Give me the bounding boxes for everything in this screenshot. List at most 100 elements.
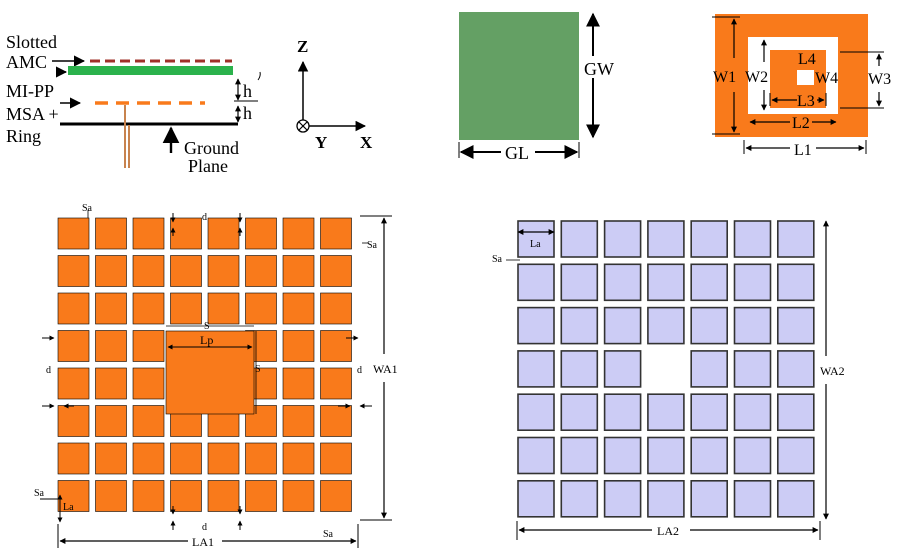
amc1-cell	[207, 255, 240, 287]
amc2-cell	[517, 263, 555, 302]
amc2-cell	[647, 263, 685, 302]
amc2-cell	[560, 436, 599, 475]
amc1-la-label: La	[63, 502, 74, 513]
amc2-cell	[603, 263, 642, 302]
mi-pp-layer	[68, 66, 233, 75]
y-axis-label: Y	[315, 133, 327, 152]
amc1-s-right-label: S	[255, 364, 261, 375]
amc1-cell	[320, 255, 352, 287]
amc1-d-left-label: d	[46, 365, 51, 376]
h-bottom-label: h	[243, 103, 252, 123]
amc2-cell	[776, 393, 815, 432]
amc1-cell	[320, 442, 352, 475]
amc2-cells	[517, 220, 815, 518]
amc2-cell	[690, 436, 729, 475]
y-axis-cross-b	[298, 121, 308, 131]
amc1-cell	[95, 330, 127, 362]
gw-label: GW	[584, 59, 614, 79]
amc1-cell	[282, 367, 315, 400]
amc2-cell	[776, 350, 815, 388]
amc1-cell	[132, 330, 165, 362]
amc2-cell	[603, 393, 642, 432]
amc1-cell	[245, 442, 277, 475]
amc2-cell	[647, 393, 685, 432]
amc2-cell	[517, 350, 555, 388]
amc2-cell	[733, 220, 772, 258]
l2-label: L2	[792, 115, 810, 132]
amc2-cell	[560, 350, 599, 388]
amc2-cell	[776, 436, 815, 475]
amc2-cell	[690, 350, 729, 388]
side-view: Slotted AMC MI-PP MSA + Ring h h Ground …	[6, 32, 261, 176]
amc1-lp-label: Lp	[200, 333, 213, 347]
amc2-cell	[560, 479, 599, 518]
inner-ring-slot	[797, 70, 814, 85]
amc-lavender-array: La Sa WA2 LA2	[492, 220, 845, 540]
amc2-cell	[733, 263, 772, 302]
ring-view: W1 W2 W3 W4 L4 L3 L2 L1	[712, 14, 891, 159]
l4-label: L4	[798, 51, 816, 68]
amc2-cell	[603, 436, 642, 475]
amc2-cell	[517, 436, 555, 475]
amc1-sa-left-label: Sa	[34, 488, 45, 499]
amc1-cell	[282, 292, 315, 325]
amc1-cell	[132, 217, 165, 250]
amc1-cell	[132, 442, 165, 475]
amc2-cell	[603, 220, 642, 258]
amc1-cell	[320, 330, 352, 362]
amc2-cell	[776, 479, 815, 518]
gl-label: GL	[505, 143, 529, 163]
amc1-cell	[57, 367, 90, 400]
amc1-cell	[282, 405, 315, 437]
side-label-mi-pp: MI-PP	[6, 81, 54, 101]
side-label-slotted: Slotted	[6, 32, 57, 52]
amc1-cell	[57, 405, 90, 437]
amc1-sa-right-label: Sa	[367, 240, 378, 251]
amc2-cell	[603, 479, 642, 518]
amc1-sa-top-label: Sa	[82, 203, 93, 214]
z-axis-label: Z	[297, 37, 308, 56]
amc1-cell	[170, 292, 202, 325]
amc1-cell	[95, 405, 127, 437]
amc1-cell	[207, 292, 240, 325]
amc1-cell	[95, 480, 127, 512]
amc2-cell	[733, 436, 772, 475]
amc2-cell	[776, 306, 815, 345]
amc2-cell	[560, 306, 599, 345]
amc1-cell	[57, 255, 90, 287]
amc1-cell	[95, 442, 127, 475]
amc1-cell	[245, 480, 277, 512]
amc1-cell	[320, 367, 352, 400]
amc1-cell	[245, 255, 277, 287]
amc2-cell	[690, 306, 729, 345]
amc2-cell	[647, 479, 685, 518]
amc2-cell	[733, 306, 772, 345]
w2-label: W2	[745, 69, 768, 86]
amc1-cell	[132, 255, 165, 287]
ground-plane-view: GW GL	[458, 12, 618, 163]
amc2-cell	[733, 479, 772, 518]
amc1-cell	[57, 292, 90, 325]
w3-label: W3	[868, 71, 891, 88]
amc1-cell	[170, 442, 202, 475]
amc1-cell	[57, 217, 90, 250]
amc2-cell	[690, 220, 729, 258]
amc1-cell	[320, 405, 352, 437]
h-tick-mark	[257, 71, 261, 81]
amc1-cell	[132, 480, 165, 512]
side-label-msa: MSA +	[6, 104, 59, 124]
amc2-cell	[733, 350, 772, 388]
x-axis-label: X	[360, 133, 373, 152]
l3-label: L3	[797, 93, 815, 110]
amc2-cell	[690, 393, 729, 432]
la2-label: LA2	[657, 524, 679, 538]
amc2-cell	[647, 220, 685, 258]
amc2-cell	[517, 479, 555, 518]
amc2-cell	[517, 393, 555, 432]
amc1-cell	[282, 330, 315, 362]
w4-label: W4	[815, 70, 838, 87]
amc1-cell	[132, 292, 165, 325]
amc1-cell	[282, 255, 315, 287]
amc1-cell	[207, 480, 240, 512]
